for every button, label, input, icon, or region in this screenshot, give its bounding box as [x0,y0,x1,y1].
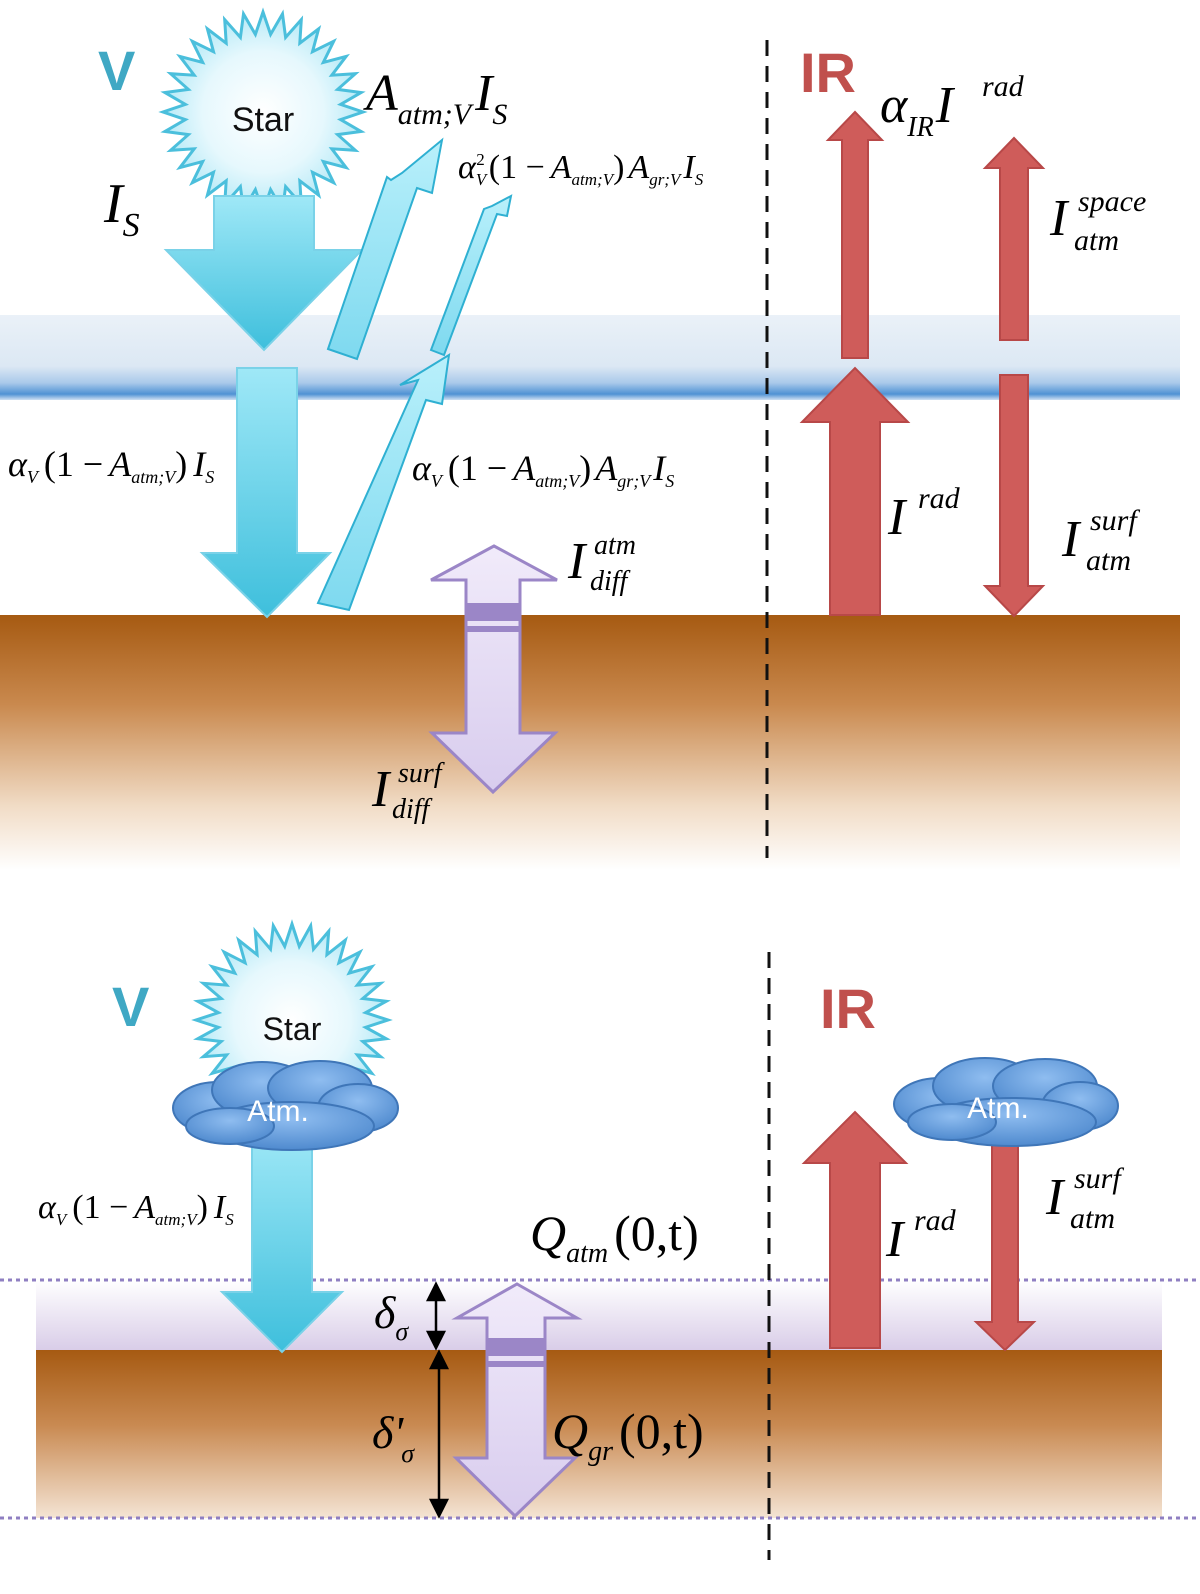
visible-band-label: V [98,39,135,102]
thickness-marker-sigma [425,1281,447,1351]
svg-text:atm: atm [1086,544,1131,577]
top-panel: V IR Star IS Aatm;VIS αV2(1 −Aatm;V)Agr;… [0,7,1180,870]
transmitted-flux-arrow-bottom [219,1129,345,1354]
cloud-label-visible: Atm. [247,1095,309,1128]
svg-text:I: I [567,533,588,590]
eq-diff-surf: I surf diff [371,758,445,825]
cloud-label-ir: Atm. [967,1092,1029,1125]
eq-transmitted: αV(1 −Aatm;V)IS [8,444,214,487]
star-label: Star [232,101,294,139]
eq-delta-sigma-prime: δ'σ [372,1407,415,1468]
svg-text:surf: surf [398,758,445,789]
eq-q-atm: Qatm(0,t) [530,1205,699,1269]
eq-atm-reflected: Aatm;VIS [363,65,507,131]
ir-escape-arrow [825,110,885,359]
svg-text:rad: rad [914,1204,957,1237]
eq-atm-surf-bottom: I surf atm [1045,1162,1124,1235]
svg-text:surf: surf [1090,504,1140,537]
eq-surface-emission-bottom: I rad [885,1204,957,1268]
eq-delta-sigma: δσ [374,1287,409,1346]
atm-to-space-arrow [982,136,1046,341]
svg-text:rad: rad [918,482,961,515]
svg-text:diff: diff [590,566,631,597]
ground-layer [0,615,1180,870]
double-reflected-arrow [429,194,513,357]
visible-band-label-bottom: V [112,975,149,1038]
svg-text:surf: surf [1074,1162,1124,1195]
svg-text:atm: atm [1070,1202,1115,1235]
thickness-marker-sigma-prime [428,1349,450,1519]
svg-text:I: I [1045,1169,1066,1226]
atmosphere-band [0,315,1180,400]
svg-text:I: I [887,489,908,546]
svg-text:rad: rad [982,70,1025,103]
eq-ground-reflected: αV(1 −Aatm;V)Agr;VIS [412,448,674,491]
svg-text:I: I [1061,511,1082,568]
svg-text:I: I [371,761,392,818]
svg-text:αIRI: αIRI [880,77,956,143]
diffusion-arrow [428,544,559,795]
cloud-icon-ir: Atm. [893,1057,1119,1147]
eq-surface-emission: I rad [887,482,961,546]
ir-band-label-bottom: IR [820,977,876,1040]
surface-emission-arrow-bottom [801,1110,909,1349]
atm-to-surface-arrow [982,374,1046,618]
svg-text:space: space [1078,185,1146,218]
eq-incident-flux: IS [103,173,140,244]
eq-double-reflected: αV2(1 −Aatm;V)Agr;VIS [458,149,704,189]
eq-ir-escape: αIRI rad [880,70,1025,143]
ir-band-label: IR [800,41,856,104]
star-label-bottom: Star [263,1011,322,1047]
diffusion-arrow-bottom [451,1282,583,1519]
star-icon: Star [158,7,368,217]
svg-text:atm: atm [594,530,636,561]
svg-text:I: I [1049,190,1070,247]
ground-reflected-arrow [316,353,451,612]
incident-flux-arrow [163,195,365,352]
eq-transmitted-bottom: αV(1 −Aatm;V)IS [38,1189,234,1229]
surface-emission-arrow [799,366,911,616]
eq-atm-surf: I surf atm [1061,504,1140,577]
ground-layer-bottom [36,1350,1162,1518]
cloud-icon-visible: Atm. [172,1060,399,1151]
svg-text:diff: diff [392,794,433,825]
eq-diff-atm: I atm diff [567,530,636,597]
atmosphere-reflected-arrow [326,137,444,361]
eq-q-gr: Qgr(0,t) [552,1403,704,1467]
bottom-panel: V IR Star Atm. [0,919,1200,1560]
svg-text:I: I [885,1211,906,1268]
transmitted-flux-arrow [199,367,333,619]
svg-text:atm: atm [1074,224,1119,257]
eq-atm-space: I space atm [1049,185,1146,257]
atm-to-surface-arrow-bottom [973,1139,1037,1352]
